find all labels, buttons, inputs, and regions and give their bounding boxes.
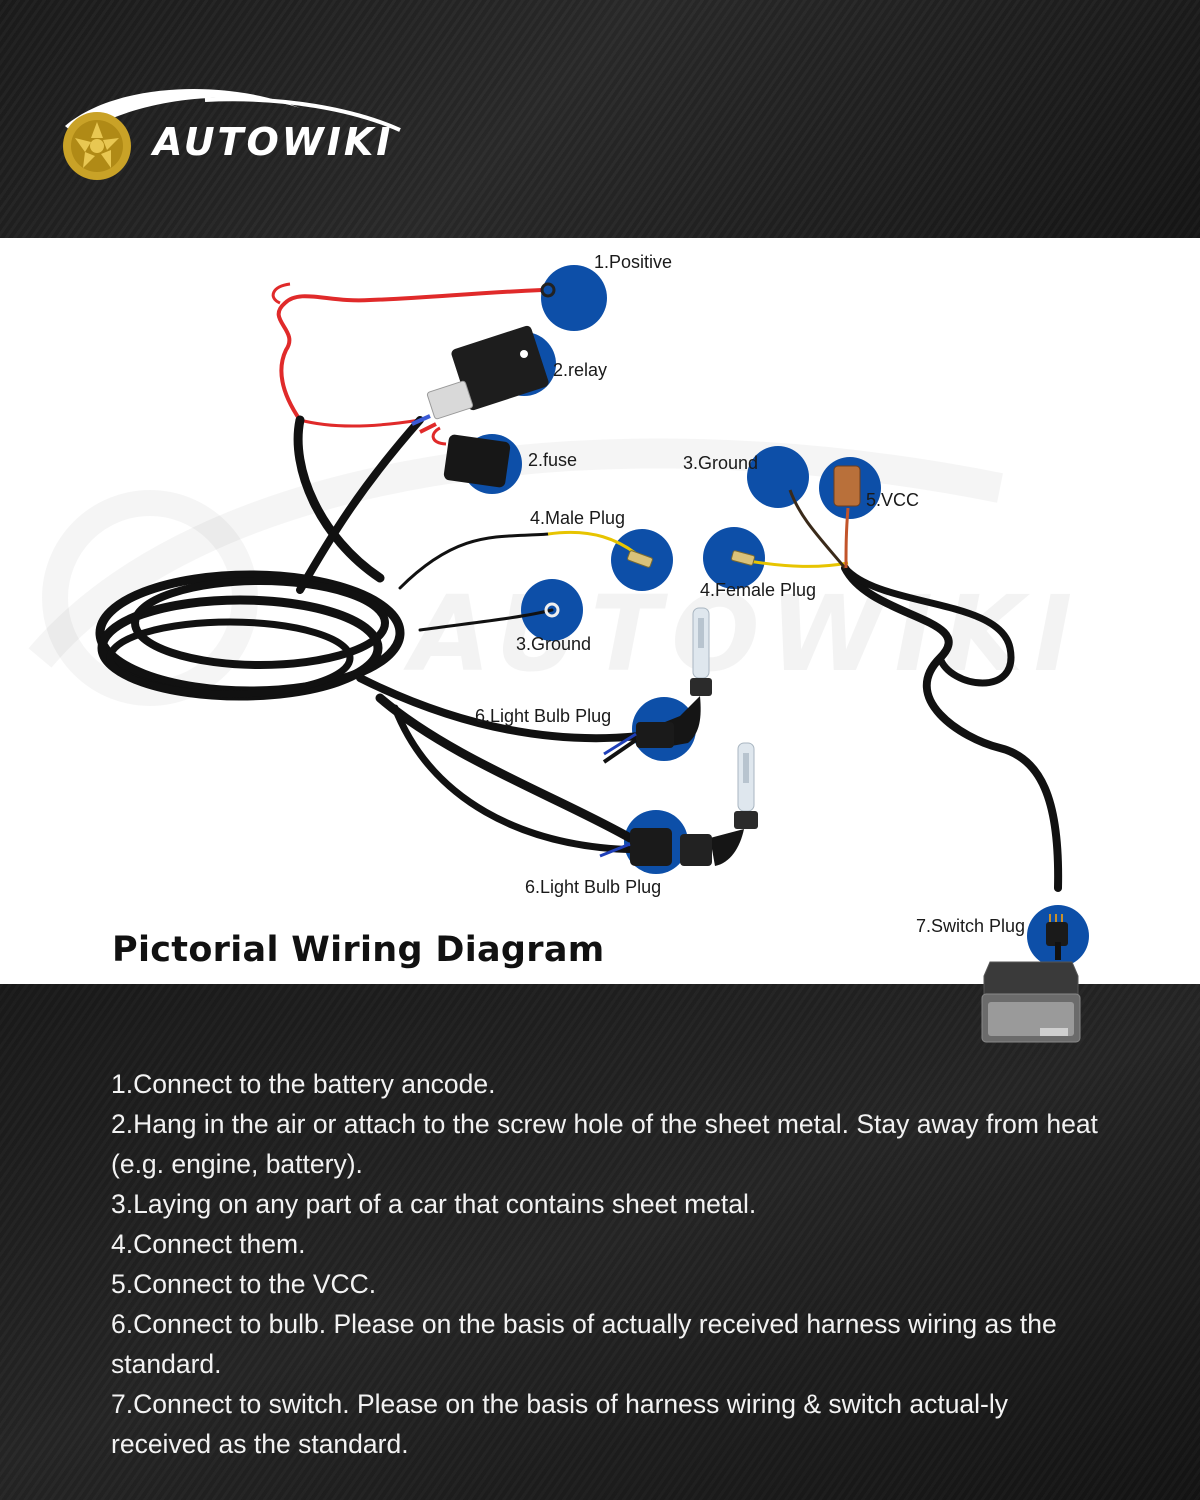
label-ground-top: 3.Ground <box>683 453 759 473</box>
instruction-item: 2.Hang in the air or attach to the screw… <box>111 1109 1098 1179</box>
label-male-plug: 4.Male Plug <box>530 508 626 528</box>
diagram-title: Pictorial Wiring Diagram <box>112 930 605 970</box>
marker-positive <box>541 265 607 331</box>
instructions-list: 1.Connect to the battery ancode. 2.Hang … <box>111 1064 1111 1464</box>
label-bulb-plug-1: 6.Light Bulb Plug <box>475 706 612 726</box>
logo-wheel-icon <box>63 88 401 180</box>
marker-ground-top <box>747 446 809 508</box>
label-fuse: 2.fuse <box>528 450 578 470</box>
header-band: AUTOWIKI <box>0 0 1200 238</box>
autowiki-logo: AUTOWIKI <box>55 78 415 188</box>
header-texture <box>0 0 1200 238</box>
instruction-item: 3.Laying on any part of a car that conta… <box>111 1189 757 1219</box>
watermark: AUTOWIKI <box>410 573 1082 695</box>
wiring-diagram: AUTOWIKI <box>0 238 1200 984</box>
label-vcc: 5.VCC <box>866 490 920 510</box>
label-ground-bottom: 3.Ground <box>516 634 592 654</box>
instruction-item: 5.Connect to the VCC. <box>111 1269 377 1299</box>
fuse-holder-icon <box>431 426 511 488</box>
instruction-item: 6.Connect to bulb. Please on the basis o… <box>111 1309 1057 1379</box>
relay-icon <box>411 325 549 434</box>
harness-illustration <box>28 265 1089 967</box>
instructions-band <box>0 984 1200 1500</box>
label-positive: 1.Positive <box>594 252 673 272</box>
bulb-2-icon <box>599 742 758 866</box>
label-female-plug: 4.Female Plug <box>700 580 817 600</box>
logo-wordmark: AUTOWIKI <box>153 120 394 164</box>
label-switch-plug: 7.Switch Plug <box>916 916 1026 936</box>
instructions-texture <box>0 984 1200 1500</box>
instruction-item: 4.Connect them. <box>111 1229 306 1259</box>
bulb-1-icon <box>602 607 712 764</box>
switch-plug-icon <box>1046 914 1068 946</box>
label-relay: 2.relay <box>553 360 608 380</box>
instruction-item: 7.Connect to switch. Please on the basis… <box>111 1389 1009 1459</box>
vcc-connector <box>833 465 861 507</box>
label-bulb-plug-2: 6.Light Bulb Plug <box>525 877 662 897</box>
instruction-item: 1.Connect to the battery ancode. <box>111 1069 496 1099</box>
switch-icon <box>960 942 1100 1062</box>
